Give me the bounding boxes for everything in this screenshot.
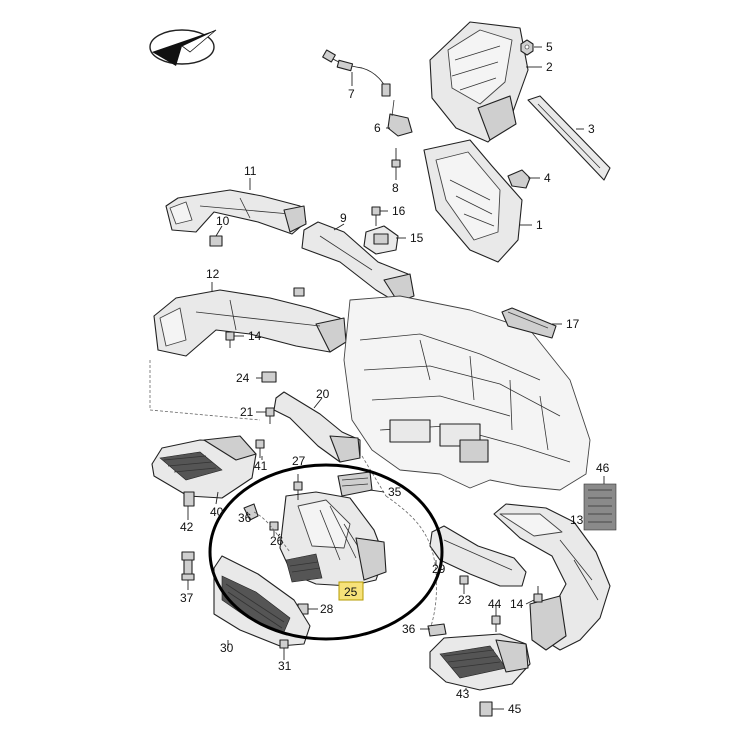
label-1: 1 <box>536 218 543 232</box>
part-16-screw <box>371 206 381 226</box>
part-24-clip <box>261 371 277 383</box>
label-10: 10 <box>216 214 230 228</box>
label-44: 44 <box>488 597 502 611</box>
part-43-vent <box>429 633 531 691</box>
highlight-circle <box>208 463 444 641</box>
label-20: 20 <box>316 387 330 401</box>
part-30-panel <box>213 555 311 647</box>
label-36-right: 36 <box>402 622 416 636</box>
label-3: 3 <box>588 122 595 136</box>
label-46: 46 <box>596 461 610 475</box>
label-17: 17 <box>566 317 580 331</box>
part-6-connector <box>387 99 413 137</box>
label-25: 25 <box>344 585 358 599</box>
part-14-screw-left <box>225 331 235 348</box>
part-3-strip <box>527 95 611 181</box>
label-24: 24 <box>236 371 250 385</box>
label-35: 35 <box>388 485 402 499</box>
highlight-box-25 <box>338 581 364 601</box>
label-28: 28 <box>320 602 334 616</box>
label-5: 5 <box>546 40 553 54</box>
compass-logo-icon <box>149 29 217 66</box>
part-36-cable-right <box>385 495 447 637</box>
label-11: 11 <box>244 164 257 178</box>
label-31: 31 <box>278 659 292 673</box>
label-9: 9 <box>340 211 347 225</box>
label-36-left: 36 <box>238 511 252 525</box>
label-37: 37 <box>180 591 194 605</box>
part-13-duct <box>493 503 611 651</box>
label-13: 13 <box>570 513 584 527</box>
part-41-screw <box>255 439 265 458</box>
label-30: 30 <box>220 641 234 655</box>
label-15: 15 <box>410 231 424 245</box>
label-14-left: 14 <box>248 329 262 343</box>
label-45: 45 <box>508 702 522 716</box>
label-12: 12 <box>206 267 220 281</box>
label-16: 16 <box>392 204 406 218</box>
part-35-grille <box>337 471 373 497</box>
part-46-filter <box>583 483 617 531</box>
label-40: 40 <box>210 505 224 519</box>
label-4: 4 <box>544 171 551 185</box>
part-40-vent <box>151 435 257 499</box>
label-26: 26 <box>270 534 284 548</box>
part-45-clip <box>479 701 493 717</box>
part-23-screw <box>459 575 469 592</box>
part-44-screw <box>491 615 501 632</box>
part-1-box <box>423 139 523 263</box>
label-7: 7 <box>348 87 355 101</box>
part-10-screw <box>209 235 223 247</box>
label-23: 23 <box>458 593 472 607</box>
part-14-screw-right <box>533 586 543 603</box>
part-5-nut <box>520 39 534 56</box>
label-41: 41 <box>254 459 268 473</box>
part-29-duct <box>429 525 527 587</box>
part-17-strip <box>501 307 557 339</box>
label-27: 27 <box>292 454 306 468</box>
part-36-sensor <box>243 503 291 553</box>
label-2: 2 <box>546 60 553 74</box>
part-8-screw <box>391 148 401 168</box>
label-42: 42 <box>180 520 194 534</box>
label-14-right: 14 <box>510 597 524 611</box>
part-31-screw <box>279 639 289 656</box>
part-12-duct <box>153 287 347 357</box>
part-2-housing <box>429 21 529 143</box>
part-labels: 5 2 3 4 1 7 6 8 11 10 9 16 15 12 14 17 2… <box>180 40 610 716</box>
label-8: 8 <box>392 181 399 195</box>
part-7-cable <box>322 49 391 97</box>
part-9-duct <box>301 221 415 303</box>
part-20-duct <box>273 391 361 463</box>
part-21-screw <box>265 407 275 424</box>
dashboard-body <box>343 295 591 491</box>
label-6: 6 <box>374 121 381 135</box>
label-29: 29 <box>432 562 446 576</box>
part-11-duct <box>165 189 307 235</box>
label-43: 43 <box>456 687 470 701</box>
leader-lines <box>187 46 605 710</box>
part-37-part <box>181 551 195 581</box>
label-21: 21 <box>240 405 254 419</box>
part-25-duct <box>279 491 387 587</box>
part-42-clip <box>183 491 195 507</box>
part-4-clip <box>507 169 531 189</box>
part-15-grommet <box>363 225 399 255</box>
